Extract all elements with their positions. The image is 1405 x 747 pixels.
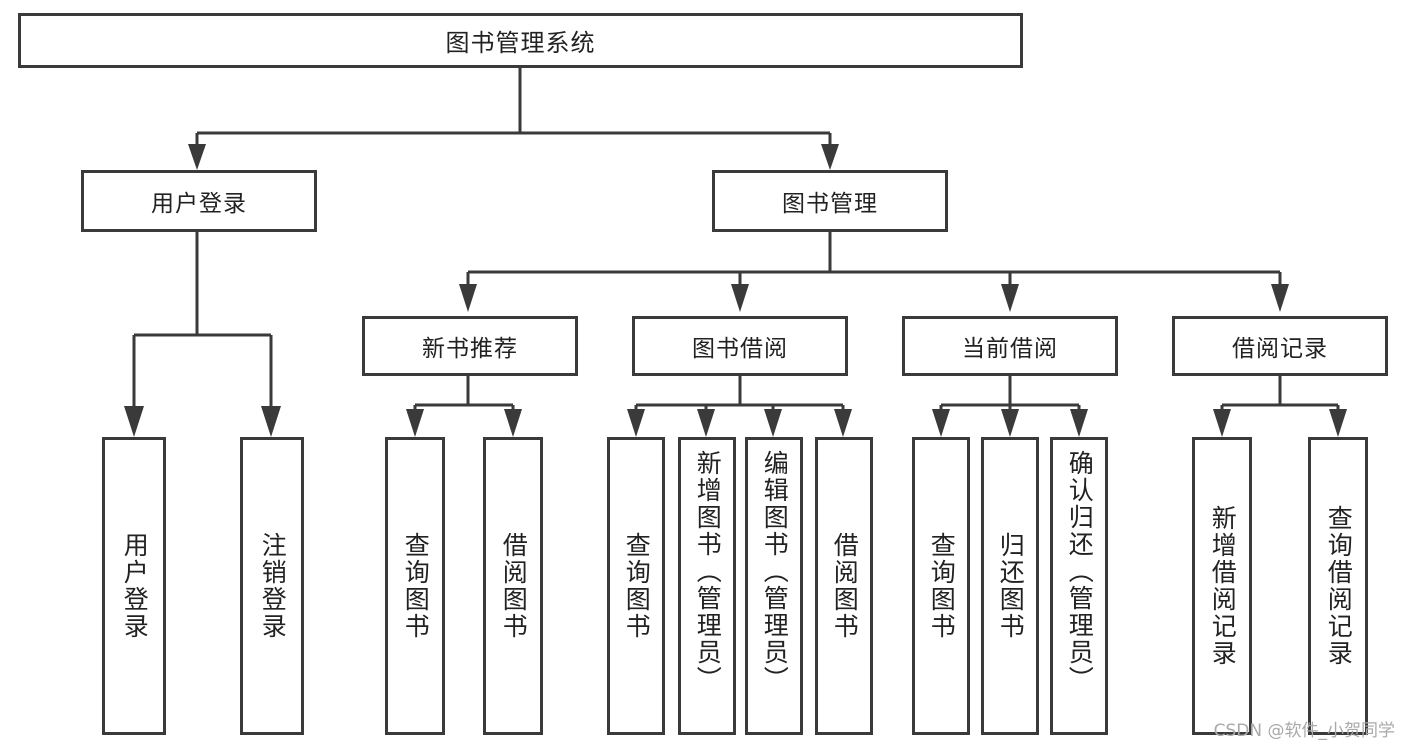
- watermark-text: CSDN @软件_小贺同学: [1213, 721, 1395, 741]
- node-label: 查询借阅记录: [1324, 505, 1354, 667]
- node-root-system[interactable]: 图书管理系统: [18, 13, 1023, 68]
- leaf-borrow-book-recommend[interactable]: 借阅图书: [483, 437, 543, 735]
- node-label: 注销登录: [258, 532, 288, 640]
- node-book-management[interactable]: 图书管理: [712, 170, 948, 232]
- node-user-login[interactable]: 用户登录: [81, 170, 317, 232]
- leaf-add-book-admin[interactable]: 新增图书（管理员）: [678, 437, 736, 735]
- node-label: 图书管理系统: [445, 29, 596, 57]
- leaf-logout-login[interactable]: 注销登录: [240, 437, 304, 735]
- leaf-return-book[interactable]: 归还图书: [981, 437, 1039, 735]
- node-label: 新书推荐: [422, 336, 518, 362]
- node-new-book-recommend[interactable]: 新书推荐: [362, 316, 578, 376]
- node-label: 用户登录: [151, 191, 247, 217]
- node-label: 图书管理: [782, 191, 878, 217]
- node-label: 查询图书: [622, 532, 652, 640]
- node-label: 新增图书（管理员）: [693, 450, 723, 693]
- node-label: 编辑图书（管理员）: [760, 450, 790, 693]
- node-label: 归还图书: [996, 532, 1026, 640]
- node-borrow-record[interactable]: 借阅记录: [1172, 316, 1388, 376]
- node-book-borrow[interactable]: 图书借阅: [632, 316, 848, 376]
- node-current-borrow[interactable]: 当前借阅: [902, 316, 1118, 376]
- node-label: 当前借阅: [962, 336, 1058, 362]
- node-label: 借阅图书: [830, 532, 860, 640]
- node-label: 借阅图书: [499, 532, 529, 640]
- node-label: 确认归还（管理员）: [1065, 450, 1095, 693]
- leaf-add-borrow-record[interactable]: 新增借阅记录: [1192, 437, 1252, 735]
- leaf-query-book-current[interactable]: 查询图书: [912, 437, 970, 735]
- node-label: 查询图书: [401, 532, 431, 640]
- node-label: 图书借阅: [692, 336, 788, 362]
- node-label: 新增借阅记录: [1208, 505, 1238, 667]
- node-label: 查询图书: [927, 532, 957, 640]
- leaf-query-book-recommend[interactable]: 查询图书: [385, 437, 445, 735]
- node-label: 借阅记录: [1232, 336, 1328, 362]
- leaf-query-book-borrow[interactable]: 查询图书: [607, 437, 665, 735]
- leaf-user-login[interactable]: 用户登录: [102, 437, 166, 735]
- leaf-query-borrow-record[interactable]: 查询借阅记录: [1308, 437, 1368, 735]
- leaf-confirm-return-admin[interactable]: 确认归还（管理员）: [1050, 437, 1108, 735]
- leaf-edit-book-admin[interactable]: 编辑图书（管理员）: [745, 437, 803, 735]
- node-label: 用户登录: [120, 532, 150, 640]
- leaf-borrow-book[interactable]: 借阅图书: [815, 437, 873, 735]
